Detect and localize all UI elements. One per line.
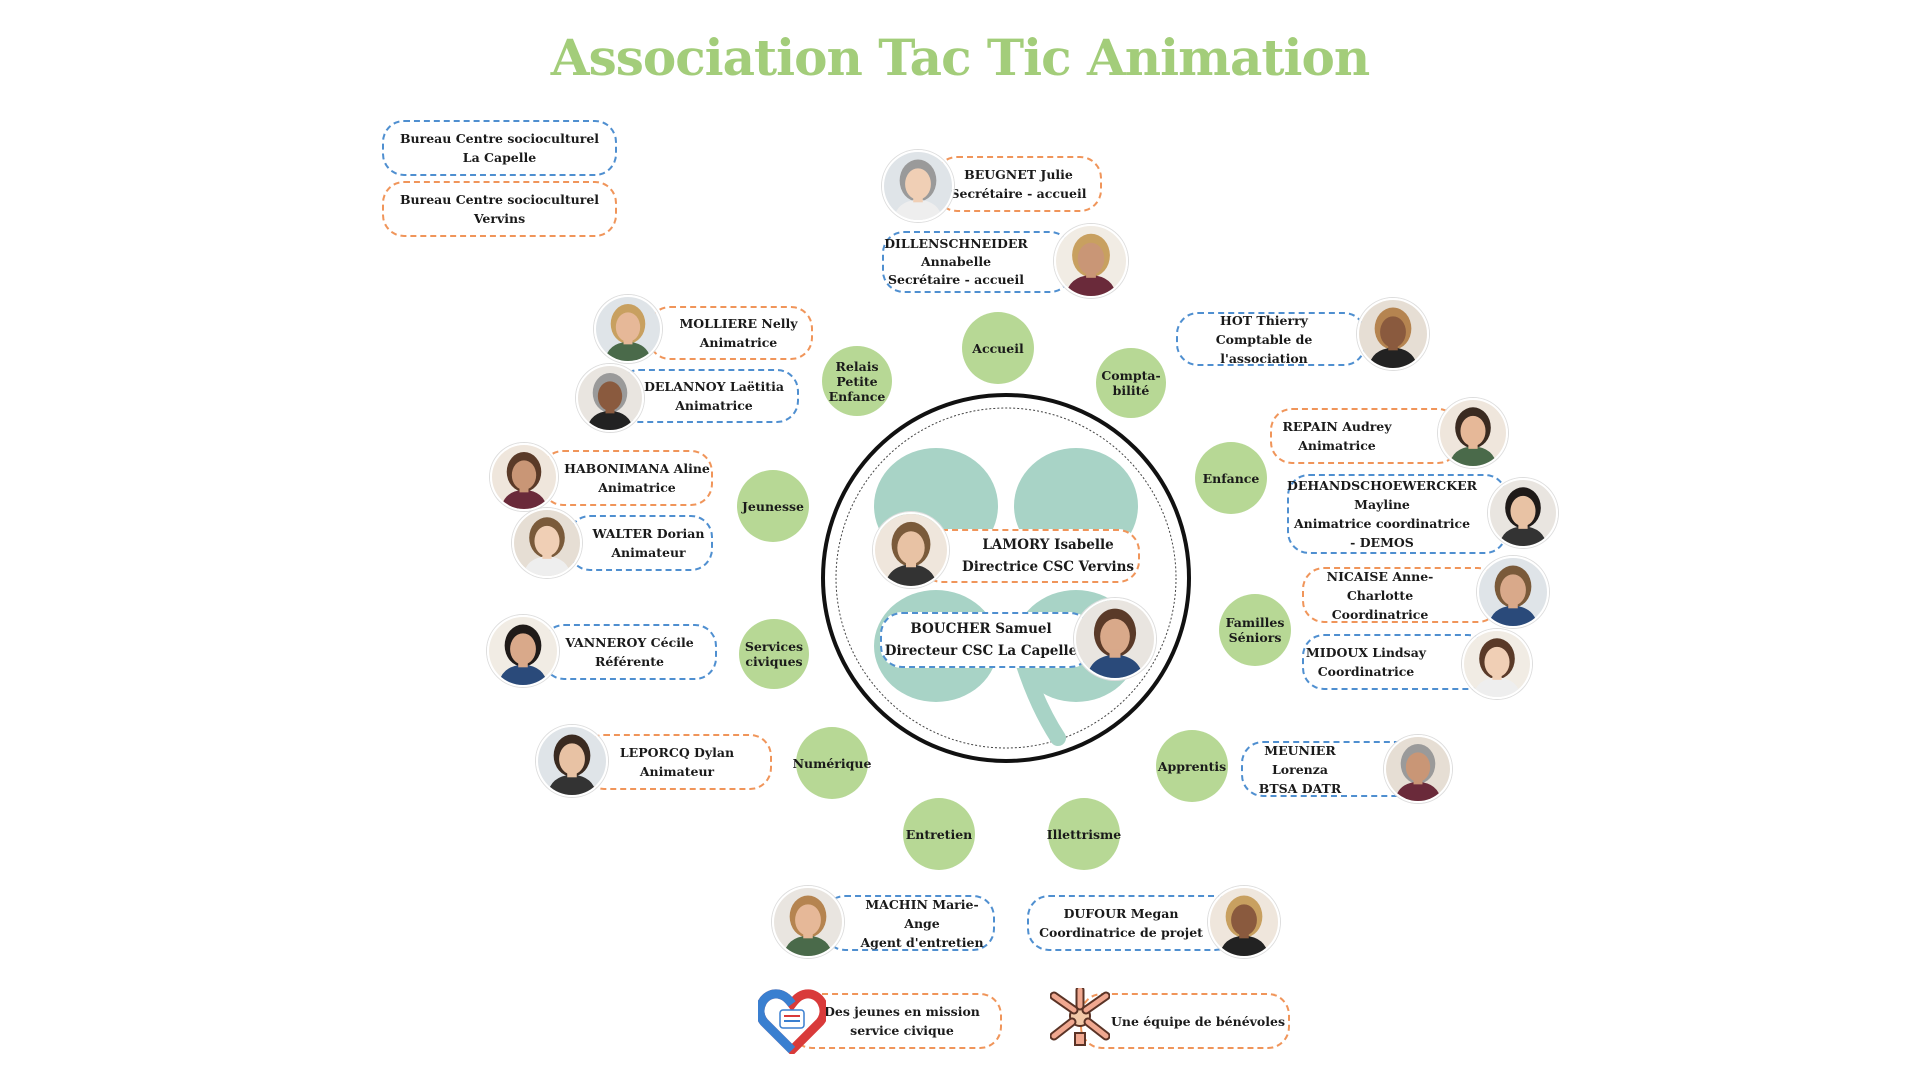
staff-label: HOT Thierry Comptable de l'association <box>1215 312 1313 366</box>
staff-label: LEPORCQ Dylan Animateur <box>619 745 735 779</box>
category-accueil: Accueil <box>962 312 1034 384</box>
avatar-meunier <box>1384 735 1452 803</box>
director-label: BOUCHER Samuel Directeur CSC La Capelle <box>884 621 1078 659</box>
staff-card-walter: WALTER Dorian Animateur <box>568 515 713 571</box>
staff-label: MIDOUX Lindsay Coordinatrice <box>1305 645 1427 679</box>
staff-card-habonimana: HABONIMANA Aline Animatrice <box>541 450 713 506</box>
page-title: Association Tac Tic Animation <box>550 28 1370 87</box>
legend-vervins: Bureau Centre socioculturel Vervins <box>382 181 617 237</box>
staff-card-dillenschneider: DILLENSCHNEIDER Annabelle Secrétaire - a… <box>882 231 1072 293</box>
category-numerique: Numérique <box>793 727 871 799</box>
category-comptabilite: Compta- bilité <box>1096 348 1166 418</box>
staff-card-molliere: MOLLIERE Nelly Animatrice <box>648 306 813 360</box>
staff-label: MOLLIERE Nelly Animatrice <box>679 316 798 350</box>
avatar-dehandschoewercker <box>1488 478 1558 548</box>
staff-label: REPAIN Audrey Animatrice <box>1282 419 1392 453</box>
staff-card-dehandschoewercker: DEHANDSCHOEWERCKER Mayline Animatrice co… <box>1287 474 1507 554</box>
avatar-lamory <box>873 512 949 588</box>
staff-label: DELANNOY Laëtitia Animatrice <box>644 379 784 413</box>
avatar-habonimana <box>490 443 558 511</box>
avatar-molliere <box>594 295 662 363</box>
staff-card-leporcq: LEPORCQ Dylan Animateur <box>582 734 772 790</box>
service-civique-logo-icon <box>758 989 826 1054</box>
staff-card-machin: MACHIN Marie-Ange Agent d'entretien <box>823 895 995 951</box>
avatar-nicaise <box>1477 556 1549 628</box>
footer-label: Une équipe de bénévoles <box>1111 1013 1285 1029</box>
staff-label: MEUNIER Lorenza BTSA DATR <box>1258 742 1342 796</box>
staff-card-nicaise: NICAISE Anne-Charlotte Coordinatrice <box>1302 567 1500 623</box>
avatar-beugnet <box>882 150 954 222</box>
staff-label: WALTER Dorian Animateur <box>592 526 705 560</box>
clover-icon <box>874 448 1138 746</box>
category-entretien: Entretien <box>903 798 975 870</box>
staff-card-delannoy: DELANNOY Laëtitia Animatrice <box>617 369 799 423</box>
category-illettrisme: Illettrisme <box>1047 798 1121 870</box>
director-card-boucher: BOUCHER Samuel Directeur CSC La Capelle <box>880 612 1092 668</box>
avatar-machin <box>772 886 844 958</box>
legend-la-capelle: Bureau Centre socioculturel La Capelle <box>382 120 617 176</box>
avatar-repain <box>1438 398 1508 468</box>
staff-label: DILLENSCHNEIDER Annabelle Secrétaire - a… <box>884 236 1028 287</box>
avatar-hot <box>1357 298 1429 370</box>
footer-label: Des jeunes en mission service civique <box>824 1004 980 1038</box>
avatar-dillenschneider <box>1054 224 1128 298</box>
avatar-leporcq <box>536 725 608 797</box>
staff-label: VANNEROY Cécile Référente <box>565 635 694 669</box>
avatar-delannoy <box>576 364 644 432</box>
footer-card-benevoles: Une équipe de bénévoles <box>1080 993 1290 1049</box>
category-jeunesse: Jeunesse <box>737 470 809 542</box>
joined-hands-icon <box>1050 988 1110 1046</box>
staff-card-repain: REPAIN Audrey Animatrice <box>1270 408 1460 464</box>
staff-label: DEHANDSCHOEWERCKER Mayline Animatrice co… <box>1286 478 1478 550</box>
category-enfance: Enfance <box>1195 442 1267 514</box>
category-familles-seniors: Familles Séniors <box>1219 594 1291 666</box>
staff-card-midoux: MIDOUX Lindsay Coordinatrice <box>1302 634 1490 690</box>
staff-label: HABONIMANA Aline Animatrice <box>564 461 710 495</box>
avatar-walter <box>512 508 582 578</box>
director-card-lamory: LAMORY Isabelle Directrice CSC Vervins <box>920 529 1140 583</box>
footer-card-service-civique: Des jeunes en mission service civique <box>790 993 1002 1049</box>
outer-ring <box>821 393 1191 763</box>
director-label: LAMORY Isabelle Directrice CSC Vervins <box>961 537 1134 575</box>
staff-card-dufour: DUFOUR Megan Coordinatrice de projet <box>1027 895 1237 951</box>
staff-card-vanneroy: VANNEROY Cécile Référente <box>542 624 717 680</box>
staff-label: MACHIN Marie-Ange Agent d'entretien <box>860 896 984 950</box>
category-relais-petite-enfance: Relais Petite Enfance <box>822 346 892 416</box>
avatar-dufour <box>1208 886 1280 958</box>
avatar-boucher <box>1074 598 1156 680</box>
staff-label: DUFOUR Megan Coordinatrice de projet <box>1039 906 1203 940</box>
avatar-midoux <box>1462 629 1532 699</box>
staff-card-hot: HOT Thierry Comptable de l'association <box>1176 312 1366 366</box>
category-apprentis: Apprentis <box>1156 730 1228 802</box>
category-services-civiques: Services civiques <box>739 619 809 689</box>
avatar-vanneroy <box>487 615 559 687</box>
legend-label: Bureau Centre socioculturel Vervins <box>399 192 600 226</box>
staff-label: NICAISE Anne-Charlotte Coordinatrice <box>1326 568 1434 622</box>
legend-label: Bureau Centre socioculturel La Capelle <box>399 131 600 165</box>
staff-label: BEUGNET Julie Secrétaire - accueil <box>950 167 1087 201</box>
staff-card-beugnet: BEUGNET Julie Secrétaire - accueil <box>935 156 1102 212</box>
inner-ring <box>835 407 1177 749</box>
